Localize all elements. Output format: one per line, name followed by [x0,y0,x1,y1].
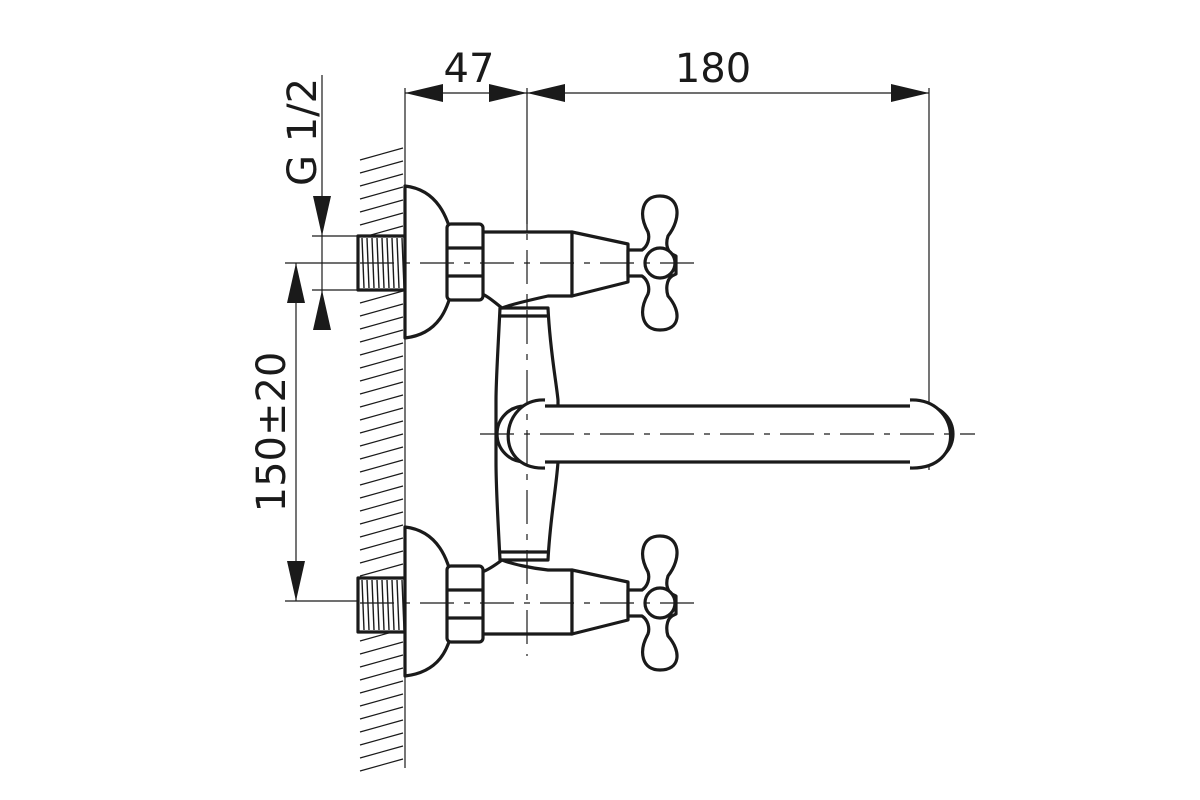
hatch-line [359,342,404,356]
hatch-line [359,667,404,681]
hatch-line [359,173,404,187]
hatch-line [359,355,404,369]
arrowhead [489,84,527,102]
hatch-line [359,550,404,564]
hatch-line [359,147,404,161]
hatch-line [359,394,404,408]
arrowhead [287,263,305,303]
hatch-line [359,745,404,759]
hatch-line [359,420,404,434]
hatch-line [359,485,404,499]
hatch-line [359,498,404,512]
hatch-line [359,316,404,330]
thread-line [396,237,400,289]
hatch-line [359,407,404,421]
hatch-line [359,290,404,304]
hatch-line [359,472,404,486]
hatch-line [359,680,404,694]
hatch-line [359,329,404,343]
dimension-47-label: 47 [444,46,495,92]
hex-nut-bottom [445,564,485,644]
thread-line [361,579,365,631]
hatch-line [359,433,404,447]
threaded-inlet-bottom [356,576,407,634]
valve-bonnet-bottom [570,568,630,636]
hatch-line [359,212,404,226]
thread-line [391,579,395,631]
thread-size-label: G 1/2 [280,78,326,186]
arrowhead [313,290,331,330]
hatch-line [359,537,404,551]
hatch-line [359,524,404,538]
valve-bottom [445,534,679,672]
arrowhead [527,84,565,102]
valve-top [445,194,679,332]
center-lines [360,190,975,656]
thread-line [386,579,390,631]
arrowhead [891,84,929,102]
center-distance-label: 150±20 [249,352,295,513]
hatch-line [359,706,404,720]
wall-flange-bottom [403,525,454,678]
hatch-line [359,381,404,395]
hatch-line [359,160,404,174]
hatch-line [359,186,404,200]
thread-line [376,579,380,631]
hatch-line [359,654,404,668]
hatch-line [359,641,404,655]
hatch-line [359,693,404,707]
hex-nut-top [445,222,485,302]
hatch-line [359,719,404,733]
arrowhead [405,84,443,102]
thread-line [366,579,370,631]
hatch-line [359,303,404,317]
valve-bonnet-top [570,230,630,298]
hatch-line [359,563,404,577]
hatch-line [359,732,404,746]
hatch-line [359,459,404,473]
top-dimension-lines [404,84,930,600]
thread-line [381,579,385,631]
arrowhead [287,561,305,601]
hatch-line [359,368,404,382]
hatch-line [359,758,404,772]
arrowhead [313,196,331,236]
hatch-line [359,199,404,213]
dimension-180-label: 180 [675,46,751,92]
thread-line [396,579,400,631]
hatch-line [359,511,404,525]
thread-line [371,579,375,631]
hatch-line [359,446,404,460]
thread-dimension-lines [312,75,360,330]
wall-flange-top [403,184,454,340]
